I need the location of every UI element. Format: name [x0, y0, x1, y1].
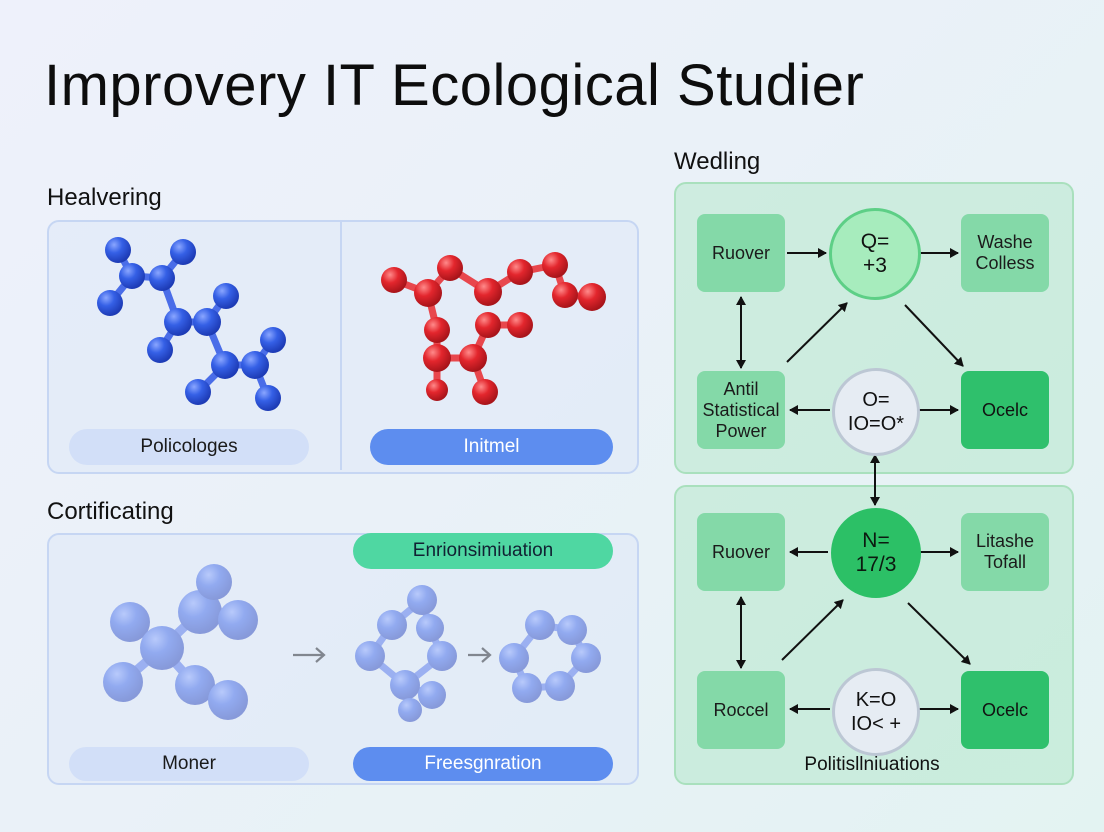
pill-freesgnration[interactable]: Freesgnration	[353, 747, 613, 781]
pill-policologes[interactable]: Policologes	[69, 429, 309, 465]
molecule-blue-atoms	[97, 237, 286, 411]
arrow-roccel-to-circle	[781, 599, 844, 661]
pill-moner[interactable]: Moner	[69, 747, 309, 781]
pill-enrionsimiuation[interactable]: Enrionsimiuation	[353, 533, 613, 569]
molecule-red-atoms	[381, 252, 606, 405]
circle-k-bottom[interactable]: K=O IO< +	[832, 668, 920, 756]
arrow-circle-to-ocelc-bottom	[907, 602, 971, 665]
node-ocelc-bottom[interactable]: Ocelc	[961, 671, 1049, 749]
circle-q-top[interactable]: Q= +3	[829, 208, 921, 300]
section-label-healvering: Healvering	[47, 184, 162, 211]
flow-footer-label: Politisllniuations	[804, 754, 940, 775]
circle-io-top[interactable]: O= IO=O*	[832, 368, 920, 456]
page-title: Improvery IT Ecological Studier	[44, 53, 865, 118]
node-ocelc-top[interactable]: Ocelc	[961, 371, 1049, 449]
node-washe-colless[interactable]: Washe Colless	[961, 214, 1049, 292]
node-antil-statistical-power[interactable]: Antil Statistical Power	[697, 371, 785, 449]
panel-divider	[340, 222, 342, 470]
node-ruover-bottom[interactable]: Ruover	[697, 513, 785, 591]
arrow-antil-to-circle	[786, 302, 848, 363]
node-litashe-tofall[interactable]: Litashe Tofall	[961, 513, 1049, 591]
arrow-circle-to-ocelc	[904, 304, 964, 367]
molecule-panel-bottom	[47, 533, 639, 785]
section-label-wedling: Wedling	[674, 148, 761, 175]
pill-initmel[interactable]: Initmel	[370, 429, 613, 465]
section-label-cortificating: Cortificating	[47, 498, 174, 525]
circle-n-bottom[interactable]: N= 17/3	[831, 508, 921, 598]
node-ruover-top[interactable]: Ruover	[697, 214, 785, 292]
node-roccel[interactable]: Roccel	[697, 671, 785, 749]
